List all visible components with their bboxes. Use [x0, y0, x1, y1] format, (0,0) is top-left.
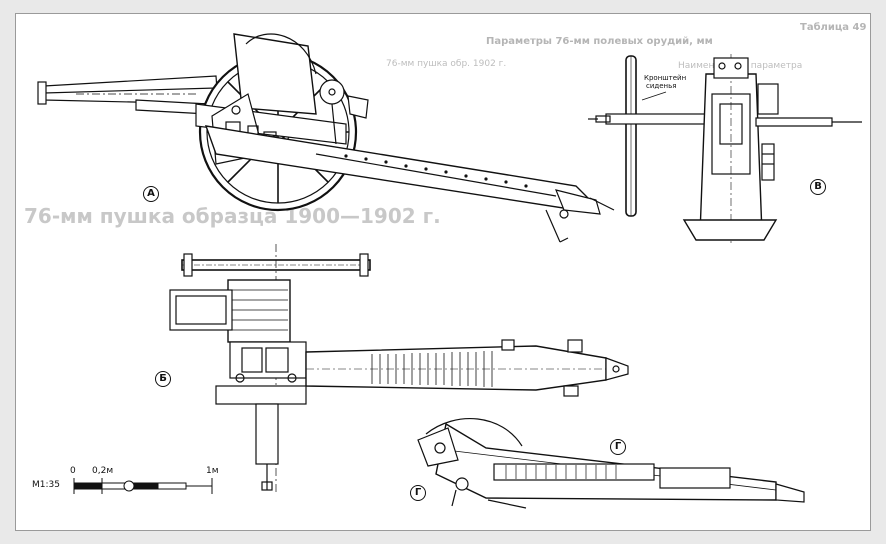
scale-tick-0: 0	[70, 466, 76, 476]
view-g-bottom-view	[417, 417, 805, 509]
view-v-label: В	[810, 179, 826, 195]
ghost-table-number: Таблица 49	[800, 22, 867, 33]
view-b-label: Б	[155, 371, 171, 387]
scale-bar	[73, 478, 213, 494]
ghost-col-head-2: 76-мм пушка обр. 1902 г.	[386, 59, 507, 69]
bracket-annotation-line2: сиденья	[646, 82, 677, 90]
drawing-frame: Таблица 49 Параметры 76-мм полевых оруди…	[15, 13, 871, 531]
view-g-label: Г	[610, 439, 626, 455]
view-v-front-view	[588, 54, 862, 244]
ghost-big-heading: 76-мм пушка образца 1900—1902 г.	[24, 204, 441, 228]
scale-tick-02: 0,2м	[92, 466, 114, 476]
view-g-detail-label: Г	[410, 485, 426, 501]
view-a-label: А	[143, 186, 159, 202]
view-a-side-elevation	[37, 33, 615, 243]
scale-ratio: М1:35	[32, 480, 60, 490]
gun-drawing	[37, 33, 862, 509]
scale-tick-1m: 1м	[206, 466, 219, 476]
bracket-annotation-line1: Кронштейн	[644, 74, 687, 82]
view-b-plan-view	[169, 244, 629, 494]
ghost-table-title: Параметры 76-мм полевых орудий, мм	[486, 36, 713, 47]
